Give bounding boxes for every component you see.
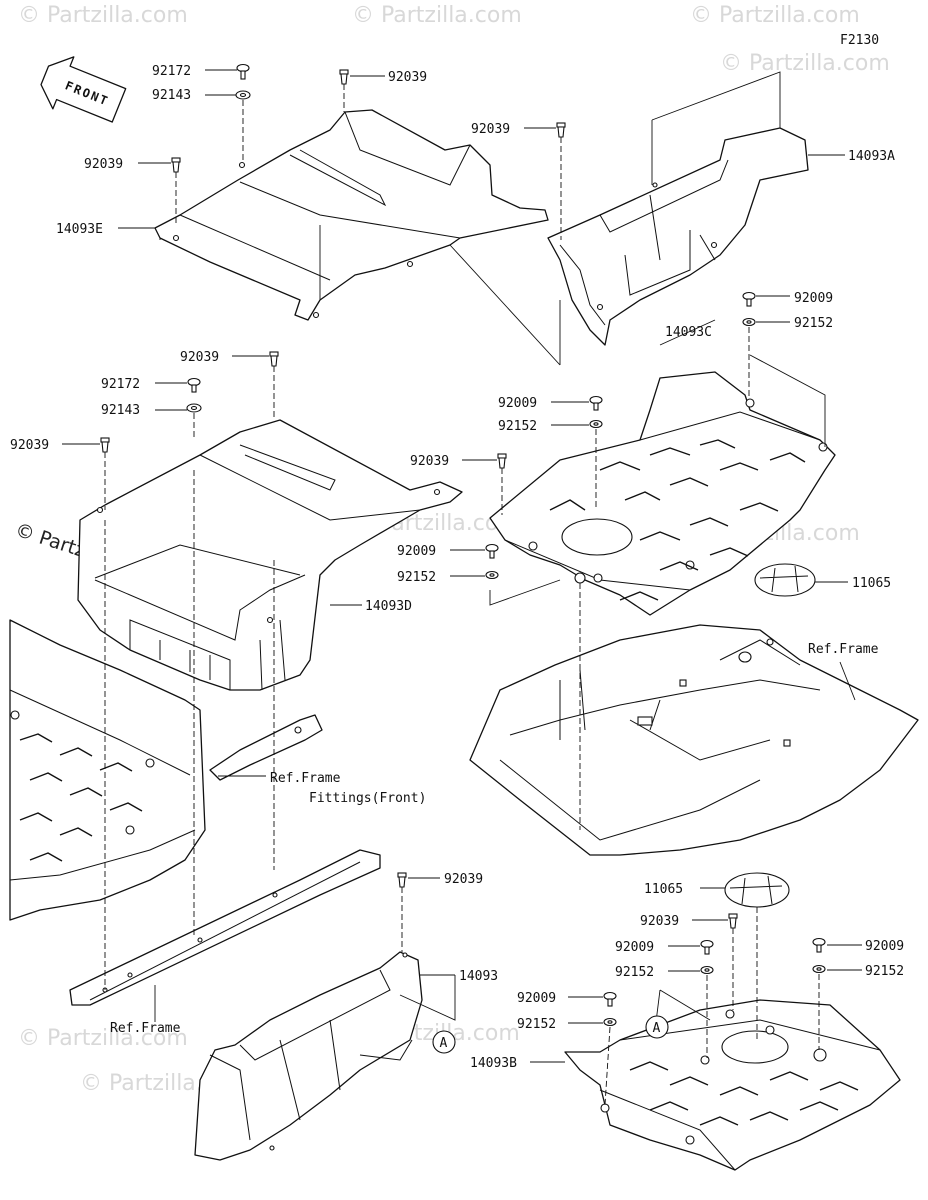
label-92143: 92143 [101, 403, 140, 418]
reference-labels: Ref.Frame Ref.Frame Fittings(Front) Ref.… [110, 642, 879, 1036]
label-92039: 92039 [84, 157, 123, 172]
watermark: © Partzilla.com [18, 1026, 188, 1051]
bolt-92009-d [700, 939, 714, 955]
label-92039: 92039 [444, 872, 483, 887]
bolt-92172-lower [187, 377, 201, 393]
frame-section-right [469, 624, 919, 856]
washer-92152-f [812, 964, 826, 974]
label-92152: 92152 [397, 570, 436, 585]
callout-a-label: A [653, 1021, 661, 1036]
label-ref-frame: Ref.Frame [110, 1021, 181, 1036]
washer-92152-e [603, 1017, 617, 1027]
callout-a-label: A [440, 1036, 448, 1051]
clip-92039-a [339, 69, 349, 85]
part-14093d-box [77, 419, 463, 691]
part-14093-guard [194, 951, 423, 1161]
label-ref-frame: Ref.Frame [270, 771, 341, 786]
watermark: © Partzilla.com [352, 3, 522, 28]
bolt-92172-upper [236, 63, 250, 80]
label-92009: 92009 [794, 291, 833, 306]
label-92039: 92039 [10, 438, 49, 453]
label-92039: 92039 [640, 914, 679, 929]
watermark: © Partzilla.com [690, 3, 860, 28]
label-92172: 92172 [152, 64, 191, 79]
label-92152: 92152 [615, 965, 654, 980]
part-labels: 92172 92143 92039 92039 14093E 92039 140… [10, 64, 904, 1071]
label-14093d: 14093D [365, 599, 412, 614]
bolt-92009-a [742, 291, 756, 307]
clip-92039-d [269, 351, 279, 367]
label-92009: 92009 [498, 396, 537, 411]
part-11065-cap-upper [754, 563, 816, 597]
tread-pattern [19, 733, 143, 862]
label-92039: 92039 [471, 122, 510, 137]
bolt-92009-e [603, 991, 617, 1007]
clip-92039-h [728, 913, 738, 929]
label-11065: 11065 [852, 576, 891, 591]
callout-a-right: A [645, 1015, 669, 1039]
label-92152: 92152 [794, 316, 833, 331]
part-14093c-mat [489, 371, 836, 616]
clip-92039-g [397, 872, 407, 888]
part-14093b-mat [564, 999, 901, 1171]
label-92009: 92009 [615, 940, 654, 955]
part-14093a-guard [547, 127, 809, 346]
label-92152: 92152 [865, 964, 904, 979]
label-92039: 92039 [388, 70, 427, 85]
label-92143: 92143 [152, 88, 191, 103]
figure-code: F2130 [840, 33, 879, 48]
washer-92152-b [589, 419, 603, 429]
tread-pattern [629, 1061, 859, 1126]
label-92009: 92009 [865, 939, 904, 954]
washer-92152-d [700, 965, 714, 975]
label-11065: 11065 [644, 882, 683, 897]
label-92039: 92039 [180, 350, 219, 365]
label-fittings-front: Fittings(Front) [309, 791, 426, 806]
washer-92152-a [742, 317, 756, 327]
bolt-92009-b [589, 395, 603, 411]
label-14093a: 14093A [848, 149, 895, 164]
front-arrow-icon: FRONT [40, 56, 127, 123]
label-92152: 92152 [498, 419, 537, 434]
watermark: © Partzilla.com [720, 51, 890, 76]
assembly-lines [104, 84, 820, 1106]
clip-92039-e [100, 437, 110, 453]
label-14093c: 14093C [665, 325, 712, 340]
label-92172: 92172 [101, 377, 140, 392]
leader-lines [62, 69, 862, 1063]
frame-section-left [9, 619, 206, 921]
bolt-92009-c [485, 543, 499, 559]
washer-92152-c [485, 570, 499, 580]
label-92039: 92039 [410, 454, 449, 469]
washer-92143-upper [235, 90, 251, 100]
washer-92143-lower [186, 403, 202, 413]
label-ref-frame: Ref.Frame [808, 642, 879, 657]
label-92009: 92009 [517, 991, 556, 1006]
watermark: © Partzilla.com [18, 3, 188, 28]
tread-pattern [549, 439, 806, 601]
label-14093e: 14093E [56, 222, 103, 237]
label-92152: 92152 [517, 1017, 556, 1032]
clip-92039-c [556, 122, 566, 138]
label-14093: 14093 [459, 969, 498, 984]
callout-a-left: A [432, 1030, 456, 1054]
clip-92039-b [171, 157, 181, 173]
frame-rail-bottom [69, 849, 381, 1006]
clip-92039-f [497, 453, 507, 469]
part-11065-cap-lower [724, 872, 790, 908]
bolt-92009-f [812, 937, 826, 953]
part-14093e-panel [154, 109, 549, 321]
label-92009: 92009 [397, 544, 436, 559]
frame-fitting-front [209, 714, 323, 781]
label-14093b: 14093B [470, 1056, 517, 1071]
